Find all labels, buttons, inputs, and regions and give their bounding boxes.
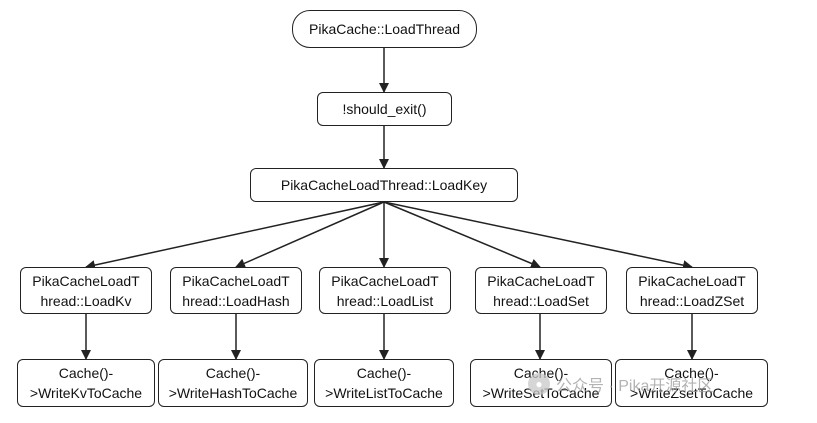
- node-writekv-line1: Cache()-: [58, 365, 114, 381]
- node-loadzset: PikaCacheLoadT hread::LoadZSet: [626, 267, 758, 314]
- watermark: ● 公众号 · Pika开源社区: [528, 372, 713, 396]
- edge-loadkey-to-loadhash: [235, 201, 385, 268]
- watermark-text: 公众号 · Pika开源社区: [556, 378, 714, 395]
- edge-loadkey-to-loadset: [383, 201, 541, 269]
- node-loadzset-line1: PikaCacheLoadT: [638, 272, 746, 289]
- node-loadset-line1: PikaCacheLoadT: [487, 272, 595, 289]
- node-loadhash: PikaCacheLoadT hread::LoadHash: [170, 267, 302, 314]
- edge-loadkey-to-loadzset: [383, 201, 693, 271]
- node-writezset: Cache()- >WriteZsetToCache: [615, 359, 768, 407]
- node-loop-label: !should_exit(): [342, 101, 427, 117]
- node-loadkv: PikaCacheLoadT hread::LoadKv: [20, 267, 152, 314]
- node-writezset-line1: Cache()-: [664, 365, 719, 381]
- node-writelist-line1: Cache()-: [356, 365, 412, 381]
- edge-loadkey-to-loadkv: [85, 201, 385, 270]
- node-loadkv-line2: hread::LoadKv: [40, 292, 132, 309]
- wechat-icon: ●: [528, 373, 550, 395]
- node-writelist: Cache()- >WriteListToCache: [314, 359, 454, 407]
- node-loadlist-line2: hread::LoadList: [336, 292, 434, 309]
- node-loadkey-label: PikaCacheLoadThread::LoadKey: [280, 177, 488, 193]
- node-writekv-line2: >WriteKvToCache: [29, 385, 143, 401]
- node-loadlist-line1: PikaCacheLoadT: [331, 272, 439, 289]
- node-loadhash-line1: PikaCacheLoadT: [182, 272, 290, 289]
- node-loadkey: PikaCacheLoadThread::LoadKey: [250, 168, 518, 202]
- node-loadlist: PikaCacheLoadT hread::LoadList: [319, 267, 451, 314]
- node-loadset-line2: hread::LoadSet: [493, 292, 589, 309]
- node-writehash-line1: Cache()-: [205, 365, 261, 381]
- node-root-loadthread: PikaCache::LoadThread: [292, 10, 477, 48]
- node-should-exit-loop: !should_exit(): [317, 92, 452, 126]
- node-root-label: PikaCache::LoadThread: [309, 21, 460, 37]
- node-writelist-line2: >WriteListToCache: [325, 385, 443, 401]
- node-writezset-line2: >WriteZsetToCache: [629, 385, 754, 401]
- node-writehash: Cache()- >WriteHashToCache: [158, 359, 308, 407]
- node-writekv: Cache()- >WriteKvToCache: [17, 359, 155, 407]
- node-loadzset-line2: hread::LoadZSet: [639, 292, 745, 309]
- node-loadkv-line1: PikaCacheLoadT: [32, 272, 140, 289]
- node-writehash-line2: >WriteHashToCache: [168, 385, 298, 401]
- node-loadhash-line2: hread::LoadHash: [182, 292, 290, 309]
- node-loadset: PikaCacheLoadT hread::LoadSet: [475, 267, 607, 314]
